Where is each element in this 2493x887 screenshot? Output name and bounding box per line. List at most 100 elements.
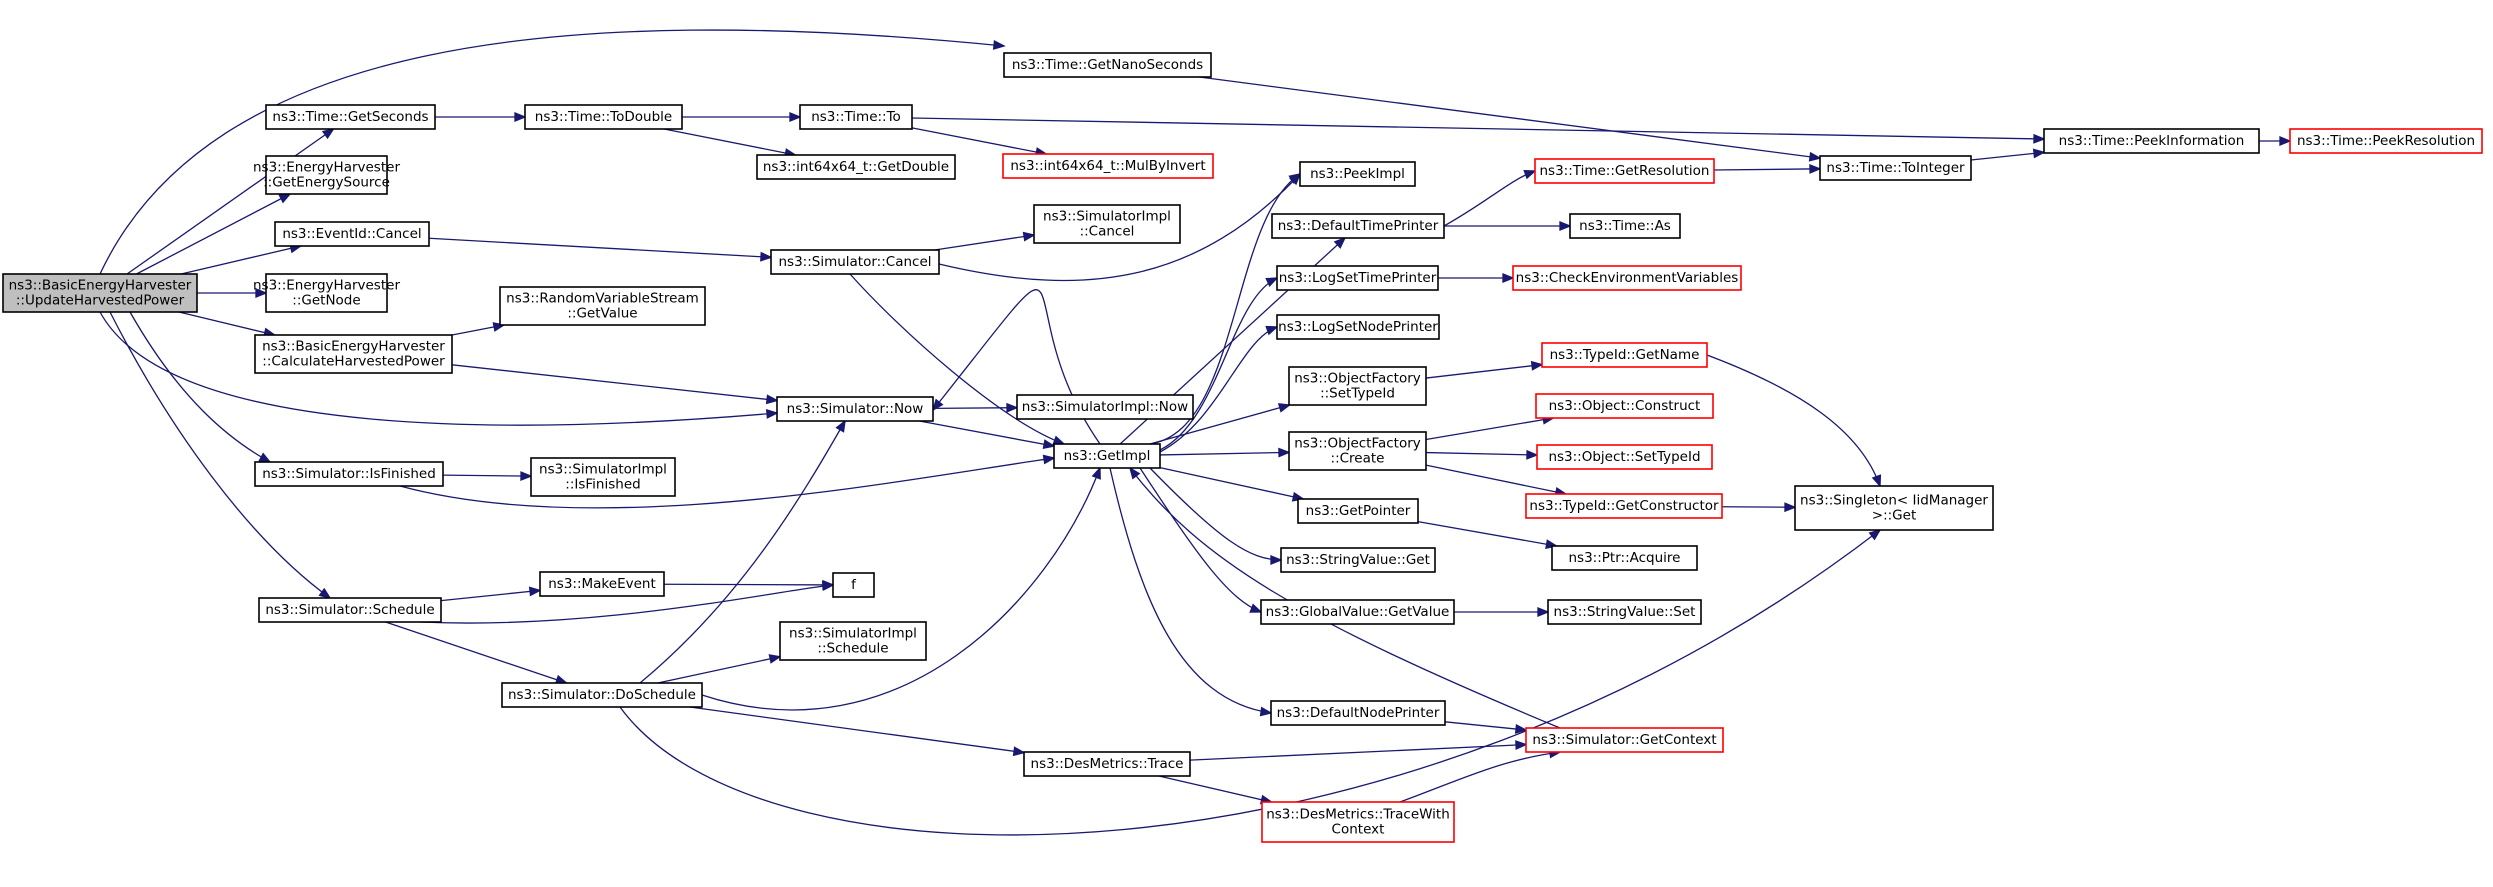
node-objSetTypeId[interactable]: ns3::Object::SetTypeId — [1536, 444, 1713, 470]
node-eventCancel[interactable]: ns3::EventId::Cancel — [274, 221, 430, 247]
edge-ofCreate-to-objConstruct — [1425, 414, 1556, 441]
edge-calcPower-to-simNow — [451, 364, 779, 405]
edge-getImpl-to-ofCreate — [1159, 447, 1291, 458]
edge-doSchedule-to-simNow — [639, 419, 846, 684]
node-box — [499, 286, 706, 326]
node-implCancel[interactable]: ns3::SimulatorImpl::Cancel — [1033, 204, 1181, 244]
node-singletonGet[interactable]: ns3::Singleton< IidManager >::Get — [1794, 485, 1994, 531]
node-box — [1794, 485, 1994, 531]
node-simCancel[interactable]: ns3::Simulator::Cancel — [770, 249, 940, 275]
node-label: ns3::EnergyHarvester — [253, 160, 400, 176]
node-box — [1535, 393, 1714, 419]
node-label: ns3::StringValue::Set — [1554, 604, 1696, 620]
node-toInteger[interactable]: ns3::Time::ToInteger — [1819, 155, 1972, 181]
node-label: ns3::Object::SetTypeId — [1548, 449, 1700, 465]
node-label: ::GetValue — [567, 306, 637, 322]
edge-doSchedule-to-singletonGet — [619, 528, 1882, 836]
node-box — [1512, 265, 1742, 291]
edge-getImpl-to-peekImpl — [1149, 173, 1302, 445]
node-ptrAcquire[interactable]: ns3::Ptr::Acquire — [1551, 545, 1698, 571]
node-peekRes[interactable]: ns3::Time::PeekResolution — [2289, 128, 2483, 154]
node-implSchedule[interactable]: ns3::SimulatorImpl::Schedule — [779, 621, 927, 661]
edge-getImpl-to-defNodePrinter — [1109, 467, 1273, 717]
edge-traceWithContext-to-getContext — [1399, 748, 1562, 803]
node-getNode[interactable]: ns3::EnergyHarvester::GetNode — [253, 273, 400, 313]
node-svSet[interactable]: ns3::StringValue::Set — [1547, 599, 1702, 625]
node-getContext[interactable]: ns3::Simulator::GetContext — [1525, 727, 1724, 753]
node-typeIdGetName[interactable]: ns3::TypeId::GetName — [1541, 342, 1708, 368]
node-label: ns3::TypeId::GetConstructor — [1529, 498, 1719, 514]
edge-doSchedule-to-desTrace — [689, 706, 1026, 757]
node-timeTo[interactable]: ns3::Time::To — [799, 104, 913, 130]
node-label: ns3::SimulatorImpl — [539, 462, 667, 478]
node-box — [1271, 213, 1445, 239]
node-peekImpl[interactable]: ns3::PeekImpl — [1299, 161, 1416, 187]
node-box — [265, 273, 388, 313]
node-label: ns3::RandomVariableStream — [506, 291, 699, 307]
node-implNow[interactable]: ns3::SimulatorImpl::Now — [1016, 394, 1194, 420]
node-defTimePrinter[interactable]: ns3::DefaultTimePrinter — [1271, 213, 1445, 239]
node-label: ns3::LogSetNodePrinter — [1278, 319, 1438, 335]
edge-root-to-getSeconds — [126, 127, 335, 275]
node-objConstruct[interactable]: ns3::Object::Construct — [1535, 393, 1714, 419]
edge-getImpl-to-simNow — [931, 289, 1101, 445]
node-box — [1260, 599, 1455, 625]
node-label: >::Get — [1872, 508, 1916, 524]
node-box — [1547, 599, 1702, 625]
node-schedule[interactable]: ns3::Simulator::Schedule — [258, 597, 442, 623]
node-desTrace[interactable]: ns3::DesMetrics::Trace — [1023, 751, 1191, 777]
node-label: ns3::Simulator::Now — [787, 401, 924, 417]
node-box — [254, 461, 444, 487]
node-simNow[interactable]: ns3::Simulator::Now — [776, 396, 934, 422]
node-getDouble[interactable]: ns3::int64x64_t::GetDouble — [756, 154, 956, 180]
node-label: ns3::Time::To — [811, 109, 901, 125]
node-label: ns3::int64x64_t::GetDouble — [763, 159, 949, 175]
node-getEnergySource[interactable]: ns3::EnergyHarvester::GetEnergySource — [253, 155, 400, 195]
node-makeEvent[interactable]: ns3::MakeEvent — [539, 571, 665, 597]
node-gvGetValue[interactable]: ns3::GlobalValue::GetValue — [1260, 599, 1455, 625]
node-box — [756, 154, 956, 180]
node-typeIdGetCtor[interactable]: ns3::TypeId::GetConstructor — [1525, 493, 1723, 519]
node-label: ::Schedule — [817, 641, 888, 657]
node-checkEnv[interactable]: ns3::CheckEnvironmentVariables — [1512, 265, 1742, 291]
node-ofSetTypeId[interactable]: ns3::ObjectFactory::SetTypeId — [1288, 366, 1427, 406]
edge-doSchedule-to-implSchedule — [657, 654, 782, 684]
node-isFinished[interactable]: ns3::Simulator::IsFinished — [254, 461, 444, 487]
edge-typeIdGetCtor-to-singletonGet — [1721, 502, 1797, 513]
node-label: ns3::MakeEvent — [548, 576, 656, 592]
node-getResolution[interactable]: ns3::Time::GetResolution — [1534, 158, 1715, 184]
node-f[interactable]: f — [832, 572, 875, 598]
node-implIsFinished[interactable]: ns3::SimulatorImpl::IsFinished — [530, 457, 676, 497]
node-timeAs[interactable]: ns3::Time::As — [1569, 213, 1681, 239]
node-defNodePrinter[interactable]: ns3::DefaultNodePrinter — [1270, 700, 1446, 726]
node-peekInfo[interactable]: ns3::Time::PeekInformation — [2043, 128, 2260, 154]
edge-calcPower-to-rvsGetValue — [451, 322, 506, 336]
node-getPointer[interactable]: ns3::GetPointer — [1297, 498, 1419, 524]
node-root[interactable]: ns3::BasicEnergyHarvester::UpdateHarvest… — [2, 273, 198, 313]
node-getSeconds[interactable]: ns3::Time::GetSeconds — [265, 104, 436, 130]
node-logSetTime[interactable]: ns3::LogSetTimePrinter — [1276, 265, 1439, 291]
node-box — [2043, 128, 2260, 154]
node-svGet[interactable]: ns3::StringValue::Get — [1280, 547, 1436, 573]
node-label: ns3::Time::As — [1579, 218, 1671, 234]
node-mulByInvert[interactable]: ns3::int64x64_t::MulByInvert — [1002, 153, 1214, 179]
edge-root-to-eventCancel — [181, 243, 303, 275]
edge-typeIdGetName-to-singletonGet — [1706, 354, 1882, 488]
node-box — [2289, 128, 2483, 154]
node-label: ::GetNode — [292, 293, 360, 309]
node-getImpl[interactable]: ns3::GetImpl — [1053, 443, 1161, 469]
node-ofCreate[interactable]: ns3::ObjectFactory::Create — [1288, 431, 1427, 471]
node-rvsGetValue[interactable]: ns3::RandomVariableStream::GetValue — [499, 286, 706, 326]
edge-eventCancel-to-simCancel — [428, 237, 773, 262]
node-box — [1536, 444, 1713, 470]
node-label: ::SetTypeId — [1320, 386, 1395, 402]
node-doSchedule[interactable]: ns3::Simulator::DoSchedule — [501, 682, 703, 708]
node-toDouble[interactable]: ns3::Time::ToDouble — [524, 104, 683, 130]
node-getNano[interactable]: ns3::Time::GetNanoSeconds — [1003, 52, 1212, 78]
edge-desTrace-to-getContext — [1189, 740, 1528, 761]
edge-getNano-to-toInteger — [1199, 76, 1822, 162]
node-label: ns3::EventId::Cancel — [282, 226, 421, 242]
node-logSetNode[interactable]: ns3::LogSetNodePrinter — [1276, 314, 1440, 340]
node-calcPower[interactable]: ns3::BasicEnergyHarvester::CalculateHarv… — [254, 334, 453, 374]
